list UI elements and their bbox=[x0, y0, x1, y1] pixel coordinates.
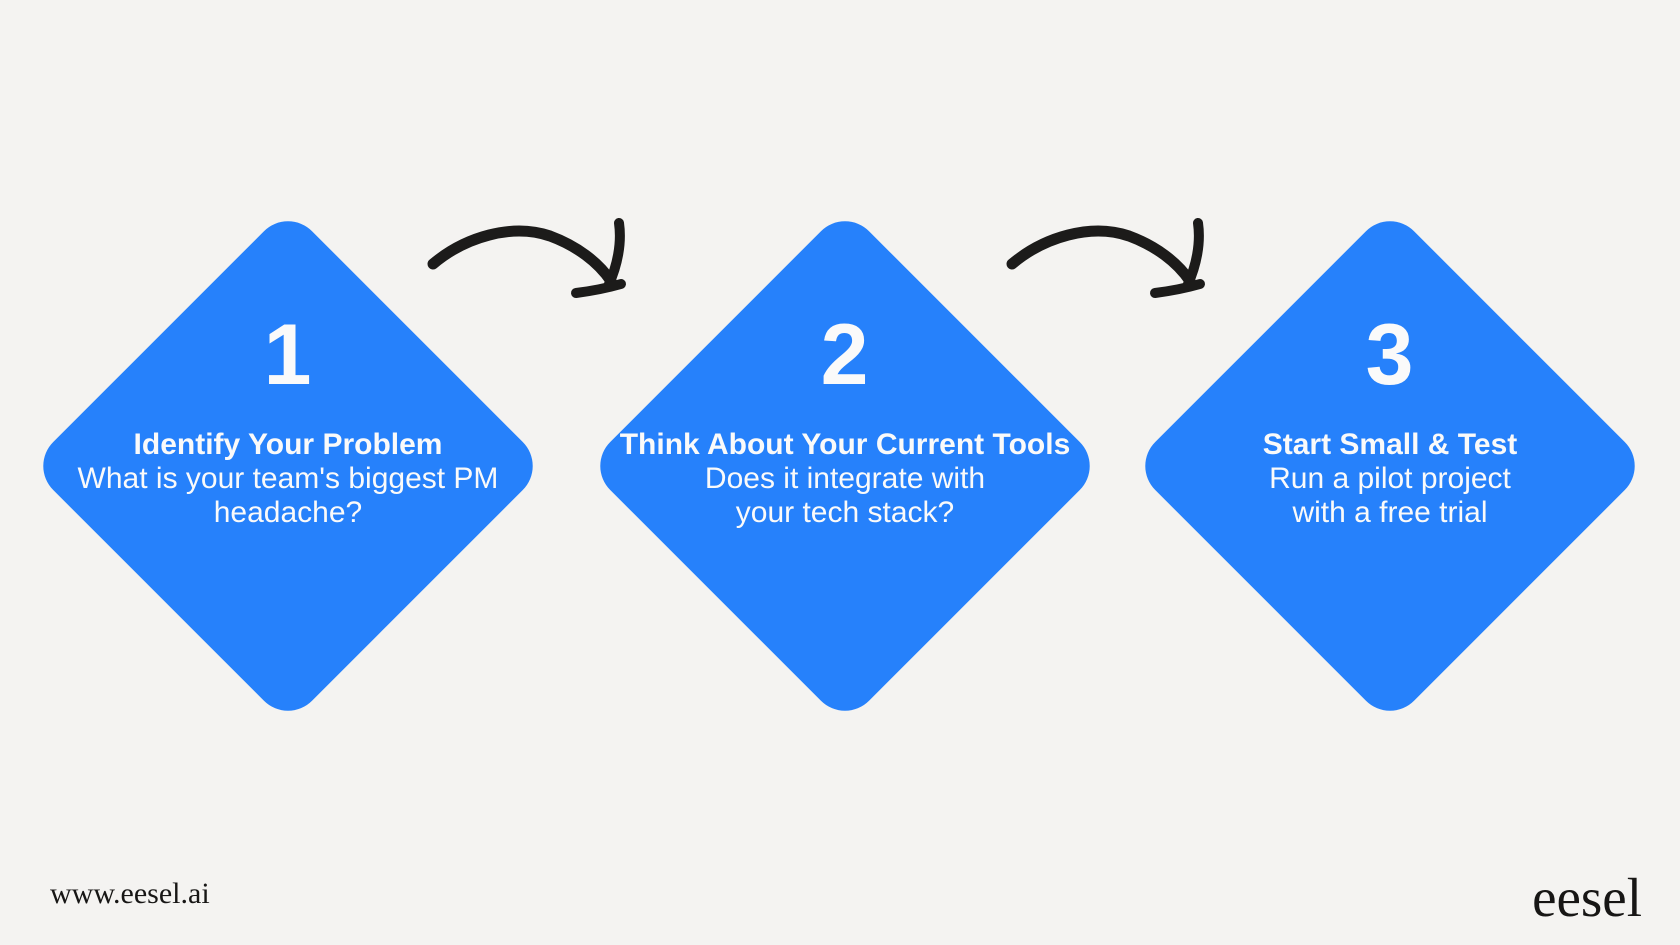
curved-arrow-right-icon-2 bbox=[1006, 218, 1205, 298]
step-2-content: 2 Think About Your Current Tools Does it… bbox=[565, 312, 1125, 530]
step-1-subtitle-line2: headache? bbox=[213, 496, 363, 529]
step-2-title: Think About Your Current Tools bbox=[619, 428, 1071, 461]
step-2-subtitle-line2: your tech stack? bbox=[735, 496, 955, 529]
step-1-number: 1 bbox=[263, 307, 313, 403]
step-1-subtitle-line1: What is your team's biggest PM bbox=[77, 462, 499, 495]
step-2-subtitle-line1: Does it integrate with bbox=[704, 462, 986, 495]
step-3-subtitle-line1: Run a pilot project bbox=[1269, 462, 1511, 495]
step-1-content: 1 Identify Your Problem What is your tea… bbox=[8, 312, 568, 530]
step-3-subtitle-line2: with a free trial bbox=[1292, 496, 1488, 529]
step-2-number: 2 bbox=[820, 307, 870, 403]
website-url: www.eesel.ai bbox=[50, 877, 210, 910]
eesel-logo: eesel bbox=[1532, 867, 1642, 928]
step-3-content: 3 Start Small & Test Run a pilot project… bbox=[1110, 312, 1670, 530]
curved-arrow-right-icon-1 bbox=[427, 218, 626, 298]
step-1-title: Identify Your Problem bbox=[133, 428, 443, 461]
step-3-number: 3 bbox=[1365, 307, 1415, 403]
step-3-title: Start Small & Test bbox=[1262, 428, 1518, 461]
